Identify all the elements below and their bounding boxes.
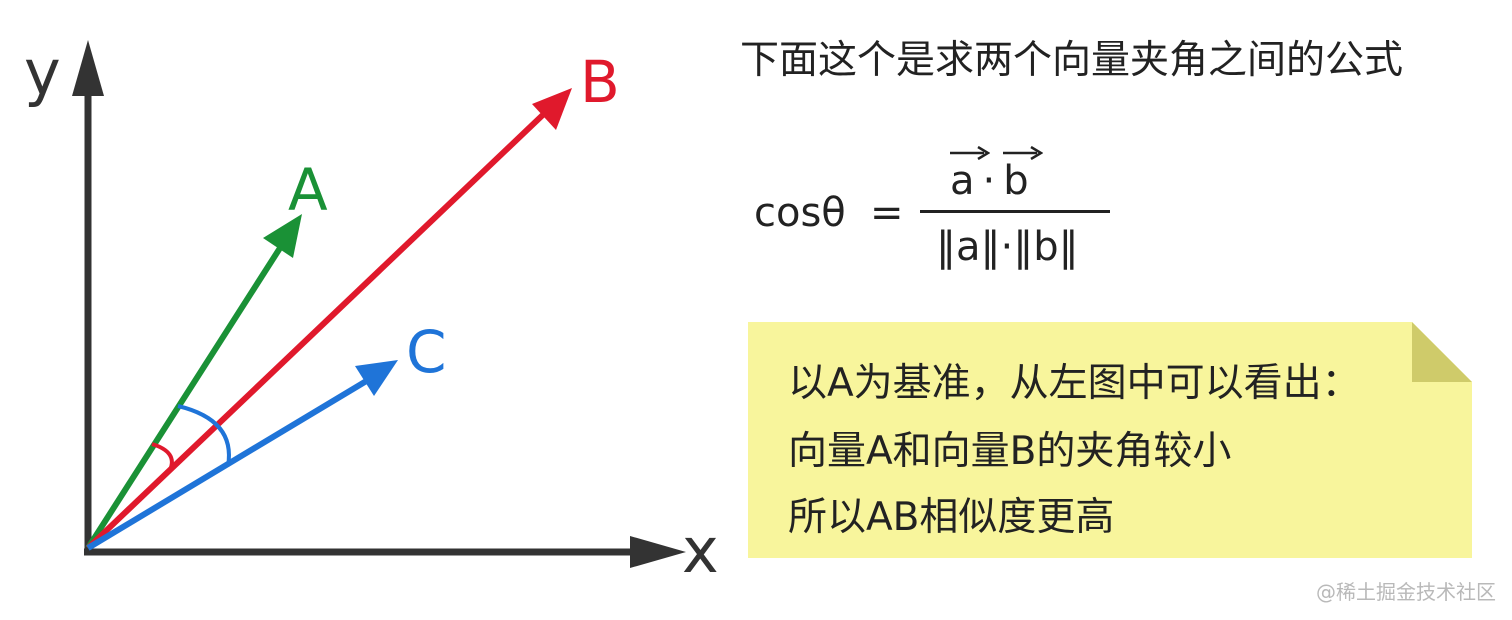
- note-line-2: 向量A和向量B的夹角较小: [788, 429, 1232, 474]
- vector-a-line: [85, 246, 283, 550]
- vector-c-label: C: [406, 318, 447, 386]
- vector-c-arrowhead: [355, 360, 398, 396]
- note-line-3: 所以AB相似度更高: [788, 495, 1115, 540]
- note-line-1: 以A为基准，从左图中可以看出：: [788, 361, 1361, 406]
- formula-denominator: ‖a‖·‖b‖: [936, 224, 1079, 270]
- x-axis-arrowhead: [630, 536, 686, 568]
- formula-dot: ·: [982, 158, 996, 204]
- vector-b-arrowhead: [532, 88, 572, 130]
- angle-arc-a-c: [177, 404, 231, 467]
- angle-arc-a-b: [151, 442, 174, 471]
- cosine-formula: cosθ = a · b ‖a‖·‖b‖: [740, 140, 1140, 290]
- vector-a-arrowhead: [263, 214, 302, 258]
- sticky-note: 以A为基准，从左图中可以看出： 向量A和向量B的夹角较小 所以AB相似度更高: [748, 322, 1472, 558]
- vector-b-letter: b: [1003, 158, 1029, 204]
- vector-a-letter: a: [950, 158, 975, 204]
- vector-arrow-icon: [1003, 146, 1044, 160]
- vector-a-symbol: a: [950, 146, 990, 204]
- formula-equals: =: [870, 190, 904, 236]
- vector-a-label: A: [288, 156, 328, 224]
- vector-arrow-icon: [950, 146, 990, 160]
- fraction-bar: [920, 210, 1110, 213]
- formula-heading: 下面这个是求两个向量夹角之间的公式: [740, 38, 1404, 83]
- sticky-note-body: [748, 322, 1472, 558]
- x-axis-label: x: [682, 514, 719, 587]
- sticky-note-fold: [1412, 322, 1472, 382]
- vector-b-symbol: b: [1003, 146, 1044, 204]
- formula-lhs: cosθ: [754, 190, 846, 236]
- watermark: @稀土掘金技术社区: [1316, 580, 1496, 604]
- y-axis-label: y: [24, 36, 61, 109]
- vector-b-label: B: [580, 48, 620, 116]
- vector-b-line: [85, 107, 551, 551]
- y-axis-arrowhead: [72, 40, 104, 96]
- formula-numerator: a · b: [950, 146, 1090, 204]
